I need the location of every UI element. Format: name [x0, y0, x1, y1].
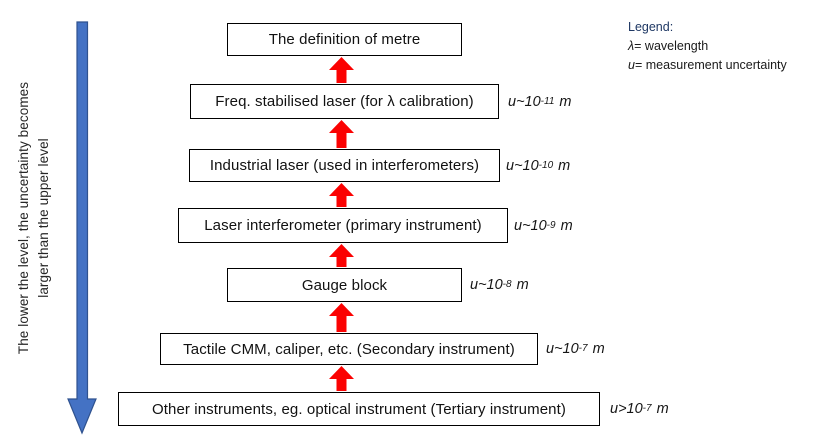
level-box-laser-interferometer: Laser interferometer (primary instrument…: [178, 208, 508, 243]
legend-item-wavelength: λ= wavelength: [628, 37, 787, 56]
level-box-gauge-block: Gauge block: [227, 268, 462, 302]
legend-item-text: = measurement uncertainty: [634, 58, 787, 72]
level-box-tactile-cmm: Tactile CMM, caliper, etc. (Secondary in…: [160, 333, 538, 365]
level-label: Tactile CMM, caliper, etc. (Secondary in…: [183, 340, 515, 358]
level-box-other-instruments: Other instruments, eg. optical instrumen…: [118, 392, 600, 426]
level-label: Gauge block: [301, 276, 388, 294]
level-label: Freq. stabilised laser (for λ calibratio…: [215, 93, 474, 110]
legend-item-text: = wavelength: [634, 39, 709, 53]
level-box-freq-stabilised-laser: Freq. stabilised laser (for λ calibratio…: [190, 84, 499, 119]
red-up-arrow: [329, 366, 354, 391]
blue-down-arrow-shape: [67, 21, 97, 435]
level-label: The definition of metre: [268, 31, 421, 48]
side-note: The lower the level, the uncertainty bec…: [14, 8, 56, 428]
red-up-arrow: [329, 183, 354, 207]
side-note-line1: The lower the level, the uncertainty bec…: [16, 81, 31, 355]
legend: Legend: λ= wavelength u= measurement unc…: [628, 18, 787, 75]
red-up-arrow: [329, 120, 354, 148]
legend-item-uncertainty: u= measurement uncertainty: [628, 56, 787, 75]
lambda-symbol: λ: [628, 39, 635, 53]
legend-title: Legend:: [628, 20, 674, 34]
level-box-industrial-laser: Industrial laser (used in interferometer…: [189, 149, 500, 182]
level-label: Industrial laser (used in interferometer…: [209, 157, 480, 174]
level-label: Other instruments, eg. optical instrumen…: [152, 400, 566, 418]
blue-down-arrow: [66, 21, 98, 435]
red-up-arrow: [329, 57, 354, 83]
level-label: Laser interferometer (primary instrument…: [204, 217, 482, 234]
red-up-arrow: [329, 244, 354, 267]
side-note-line2: larger than the upper level: [36, 138, 51, 298]
red-up-arrow: [329, 303, 354, 332]
level-box-definition-of-metre: The definition of metre: [227, 23, 462, 56]
u-symbol: u: [628, 58, 635, 72]
